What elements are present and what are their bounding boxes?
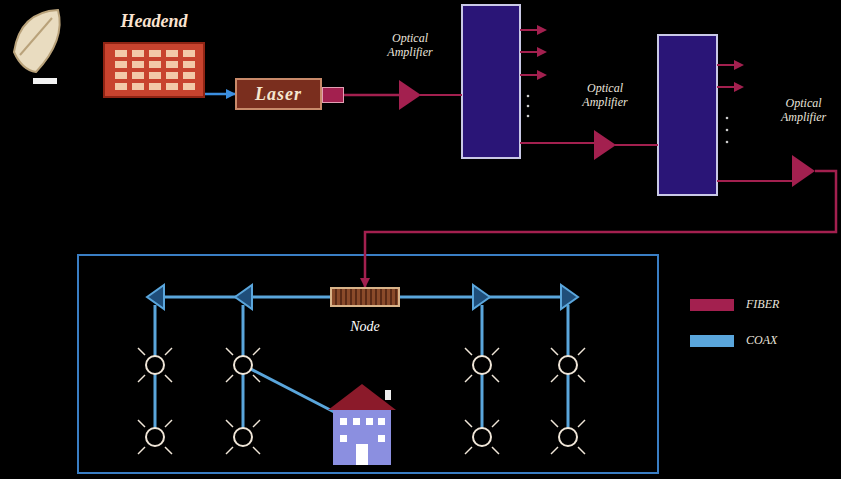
legend-text: COAX [746,333,777,348]
tap [146,356,164,374]
satellite-dish [14,10,60,84]
tap-ray [578,447,585,454]
optical-amplifier: Optical Amplifier [399,80,421,110]
connector [365,171,836,287]
amplifier-triangle [792,155,815,187]
node-service-area [78,255,658,473]
headend-box: Headend [103,42,205,98]
tap [473,428,491,446]
legend-row: COAX [690,333,777,348]
tap-ray [138,447,145,454]
tap-ray [492,420,499,427]
tap-ray [492,447,499,454]
tap-ray [578,375,585,382]
tap-ray [165,447,172,454]
tap-ray [465,375,472,382]
node-label: Optical Amplifier [576,82,634,110]
tap-ray [138,375,145,382]
tap [234,428,252,446]
tap-ray [492,375,499,382]
laser-connector [322,87,344,103]
tap [559,428,577,446]
tap-ray [465,348,472,355]
tap-ray [578,348,585,355]
tap [559,356,577,374]
tap-ray [492,348,499,355]
tap-ray [253,420,260,427]
tap [146,428,164,446]
tap-ray [465,447,472,454]
node-label: Optical Amplifier [381,32,439,60]
node-label: Node [350,319,380,335]
amplifier-triangle [594,130,616,160]
legend-swatch [690,299,734,311]
house [328,384,396,465]
coax-amplifier [147,285,578,309]
tap-ray [465,420,472,427]
legend-swatch [690,335,734,347]
tap-ray [551,447,558,454]
legend-row: FIBER [690,297,779,312]
splitter [462,5,597,158]
tap-ray [253,348,260,355]
node-label: Optical Amplifier [775,97,833,125]
tap-ray [226,375,233,382]
tap-ray [165,375,172,382]
node-label: Headend [121,11,188,32]
tap-ray [226,348,233,355]
tap-ray [138,348,145,355]
laser-box: Laser [235,78,322,110]
optical-amplifier: Optical Amplifier [594,130,616,160]
optical-amplifier: Optical Amplifier [792,155,815,187]
tap-ray [253,375,260,382]
splitter [420,35,794,195]
tap-ray [578,420,585,427]
legend-text: FIBER [746,297,779,312]
rack-slots [105,44,203,96]
tap-ray [551,375,558,382]
tap [473,356,491,374]
tap-ray [551,420,558,427]
connector [205,93,235,96]
tap-ray [226,447,233,454]
tap-ray [226,420,233,427]
tap-ray [551,348,558,355]
tap-ray [165,348,172,355]
tap-ray [138,420,145,427]
node-label: Laser [255,84,302,105]
tap-ray [253,447,260,454]
fiber-node: Node [330,287,400,307]
tap-ray [165,420,172,427]
amplifier-triangle [399,80,421,110]
tap [234,356,252,374]
